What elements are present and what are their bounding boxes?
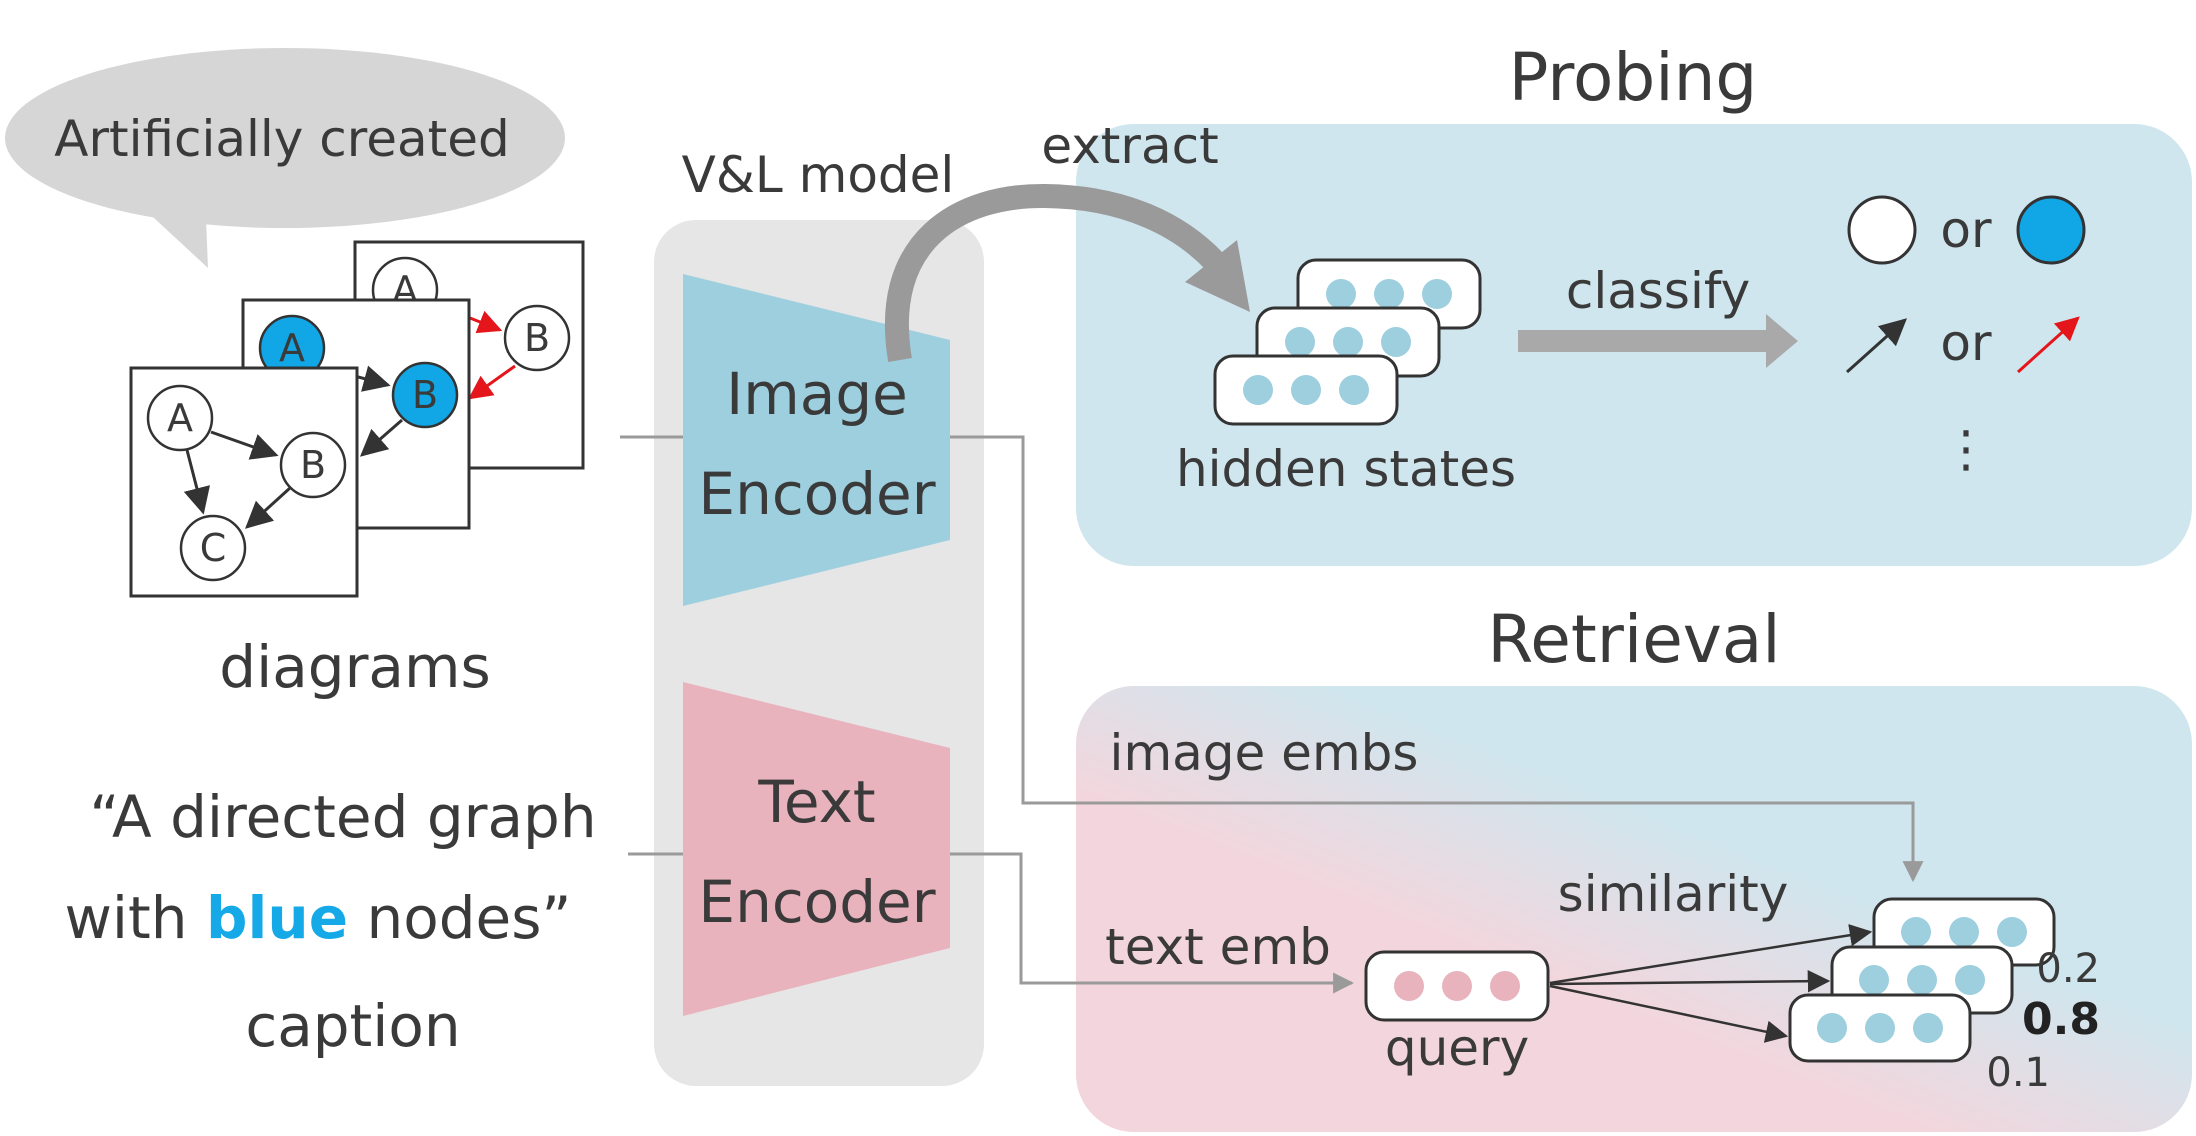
speech-bubble: Artificially created <box>5 48 565 268</box>
caption-block: “A directed graph with blue nodes” capti… <box>65 783 597 1060</box>
probing-panel: Probing extract hidden states classify <box>884 39 2192 566</box>
caption-line-1: “A directed graph <box>89 783 596 851</box>
embedding-dot <box>1381 327 1411 357</box>
caption-line-2-prefix: with <box>65 884 207 952</box>
blue-node-icon <box>2016 195 2086 265</box>
embedding-dot <box>1913 1013 1943 1043</box>
retrieval-panel: Retrieval image embs text emb similarity… <box>1076 601 2192 1132</box>
ellipsis-icon: ⋮ <box>1941 420 1991 478</box>
embedding-dot <box>1291 375 1321 405</box>
diagrams-label: diagrams <box>219 633 490 701</box>
similarity-arrow <box>1549 969 1831 993</box>
or-label: or <box>1940 314 1992 372</box>
query-label: query <box>1385 1019 1529 1077</box>
caption-label: caption <box>245 992 460 1060</box>
text-encoder-shape <box>683 682 950 1016</box>
extract-arrowhead <box>1185 240 1250 312</box>
white-node-icon <box>1847 195 1917 265</box>
classify-arrowhead <box>1766 314 1798 368</box>
similarity-label: similarity <box>1558 865 1789 923</box>
caption-line-2-suffix: nodes” <box>348 884 571 952</box>
retrieval-title: Retrieval <box>1487 601 1780 678</box>
diagram-card-front: A B C <box>129 366 359 598</box>
embedding-dot <box>1285 327 1315 357</box>
embedding-dot <box>1333 327 1363 357</box>
text-encoder-label-line-2: Encoder <box>698 868 935 936</box>
embedding-dot <box>1997 917 2027 947</box>
node-label: C <box>200 526 227 570</box>
embedding-dot <box>1374 279 1404 309</box>
similarity-arrow <box>1549 924 1873 985</box>
node-label: A <box>167 396 193 440</box>
red-edge <box>468 364 516 400</box>
embedding-dot <box>1243 375 1273 405</box>
embedding-dot <box>1422 279 1452 309</box>
embedding-dot <box>1326 279 1356 309</box>
embedding-dot <box>1955 965 1985 995</box>
node-label: A <box>279 326 305 370</box>
vl-model: V&L model Image Encoder Text Encoder <box>654 146 984 1086</box>
classify-label: classify <box>1566 262 1750 320</box>
text-encoder-label-line-1: Text <box>757 768 875 836</box>
hidden-states-stack <box>1213 258 1482 426</box>
embedding-dot <box>1865 1013 1895 1043</box>
score-top: 0.2 <box>2036 946 2100 992</box>
bubble-text: Artificially created <box>54 110 510 168</box>
image-encoder-label-line-1: Image <box>726 360 908 428</box>
or-label: or <box>1940 201 1992 259</box>
text-encoder-to-query-line <box>950 852 1355 994</box>
vl-model-title: V&L model <box>682 146 955 204</box>
node-label: B <box>412 373 438 417</box>
image-embeddings-stack <box>1788 897 2056 1063</box>
embedding-dot <box>1859 965 1889 995</box>
black-edge-icon <box>1845 318 1908 374</box>
embedding-dot <box>1901 917 1931 947</box>
extract-label: extract <box>1041 117 1218 175</box>
image-encoder-to-image-embs-line <box>950 435 1924 883</box>
score-middle: 0.8 <box>2022 994 2100 1045</box>
probing-title: Probing <box>1509 39 1758 116</box>
text-emb-label: text emb <box>1105 918 1331 976</box>
score-bottom: 0.1 <box>1986 1050 2050 1096</box>
embedding-dot <box>1907 965 1937 995</box>
caption-line-2: with blue nodes” <box>65 884 572 952</box>
node-label: B <box>300 443 326 487</box>
embedding-dot <box>1394 971 1424 1001</box>
caption-highlight-word: blue <box>206 884 348 952</box>
diagram-stack: A B A B A B C diagra <box>129 240 585 701</box>
red-edge-icon <box>2016 316 2080 374</box>
red-edge <box>469 310 503 334</box>
image-encoder-shape <box>683 274 950 606</box>
embedding-dot <box>1949 917 1979 947</box>
extract-arrow <box>884 183 1224 362</box>
hidden-states-label: hidden states <box>1176 440 1516 498</box>
classify-arrow-shaft <box>1518 330 1766 352</box>
embedding-dot <box>1442 971 1472 1001</box>
embedding-dot <box>1339 375 1369 405</box>
node-label: B <box>524 316 550 360</box>
image-embs-label: image embs <box>1110 724 1419 782</box>
similarity-arrow <box>1549 984 1789 1043</box>
image-encoder-label-line-2: Encoder <box>698 460 935 528</box>
embedding-dot <box>1490 971 1520 1001</box>
embedding-dot <box>1817 1013 1847 1043</box>
